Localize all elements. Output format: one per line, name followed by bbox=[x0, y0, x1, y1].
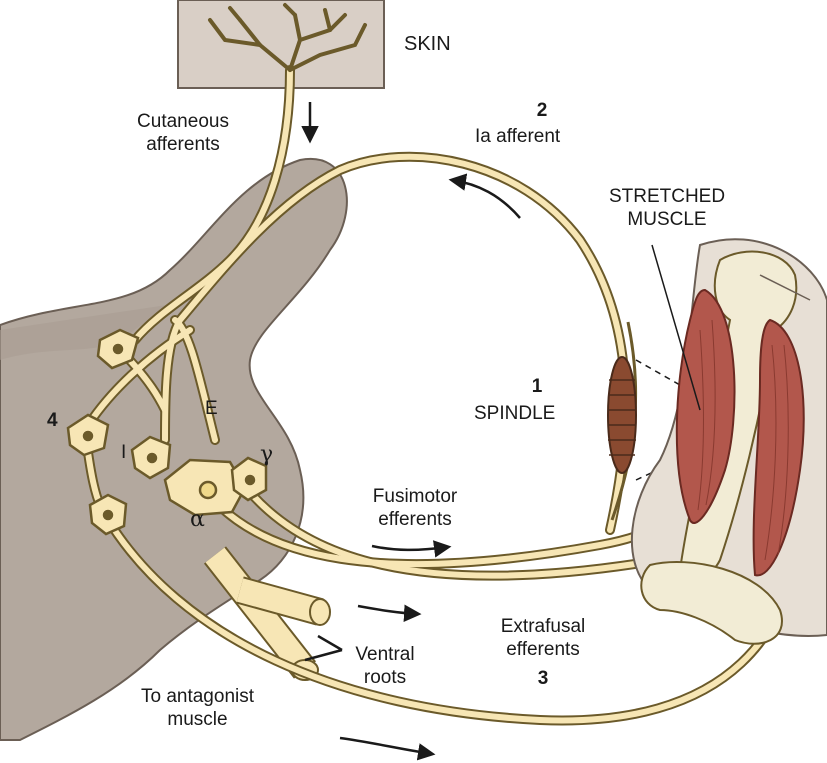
ventral-line-1: Ventral bbox=[340, 643, 430, 666]
ventral-line-2: roots bbox=[340, 666, 430, 689]
arrow-antagonist bbox=[340, 738, 432, 754]
skin-label: SKIN bbox=[404, 33, 451, 56]
spindle-number: 1 bbox=[525, 375, 549, 398]
arrow-fusimotor bbox=[372, 546, 448, 550]
excitatory-label: E bbox=[205, 397, 218, 420]
arrow-extrafusal bbox=[358, 606, 418, 614]
extrafusal-efferents-label: Extrafusal efferents bbox=[478, 615, 608, 661]
extrafusal-number: 3 bbox=[531, 667, 555, 690]
ventral-roots-label: Ventral roots bbox=[340, 643, 430, 689]
cutaneous-line-1: Cutaneous bbox=[118, 110, 248, 133]
antagonist-muscle-label: To antagonist muscle bbox=[100, 685, 295, 731]
fusimotor-line-2: efferents bbox=[345, 508, 485, 531]
antagonist-line-2: muscle bbox=[100, 708, 295, 731]
cutaneous-line-2: afferents bbox=[118, 133, 248, 156]
inhibitory-label: I bbox=[121, 441, 126, 464]
stretched-line-2: MUSCLE bbox=[582, 208, 752, 231]
stretched-muscle-label: STRETCHED MUSCLE bbox=[582, 185, 752, 231]
extrafusal-line-1: Extrafusal bbox=[478, 615, 608, 638]
fusimotor-line-1: Fusimotor bbox=[345, 485, 485, 508]
interneuron-4-label: 4 bbox=[47, 409, 58, 432]
ia-afferent-label: Ia afferent bbox=[475, 125, 560, 148]
fusimotor-efferents-label: Fusimotor efferents bbox=[345, 485, 485, 531]
stretched-line-1: STRETCHED bbox=[582, 185, 752, 208]
spindle-label: SPINDLE bbox=[474, 402, 555, 425]
cutaneous-afferents-label: Cutaneous afferents bbox=[118, 110, 248, 156]
gamma-label: γ bbox=[260, 443, 273, 466]
antagonist-line-1: To antagonist bbox=[100, 685, 295, 708]
extrafusal-line-2: efferents bbox=[478, 638, 608, 661]
arm bbox=[632, 239, 827, 644]
ventral-roots-pointer-1 bbox=[318, 636, 342, 650]
ia-afferent-number: 2 bbox=[530, 99, 554, 122]
alpha-label: α bbox=[190, 508, 205, 531]
